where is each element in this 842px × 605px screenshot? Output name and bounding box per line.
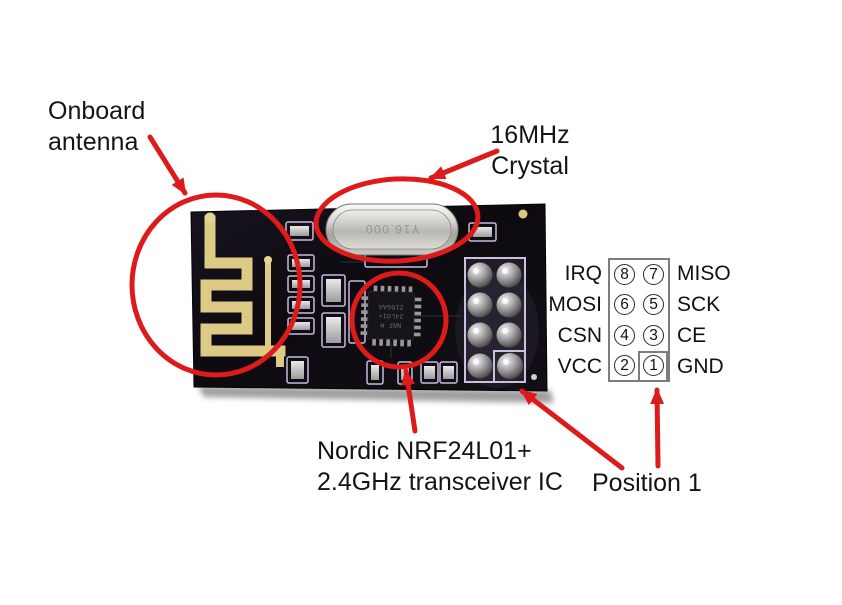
pin-number-8: 8 <box>614 264 635 285</box>
position1-board-arrow <box>519 388 625 471</box>
pinout-box-row1: 8 7 <box>608 258 670 289</box>
antenna-highlight-circle <box>129 192 303 378</box>
transceiver-label-line1: Nordic NRF24L01+ <box>317 437 532 465</box>
crystal: Y16.000 <box>325 203 459 256</box>
fiducial-dot-top-right <box>518 209 528 219</box>
pinout-box-row3: 4 3 <box>608 320 670 351</box>
pinout-row: CSN 4 3 CE <box>542 320 731 351</box>
pin-label-vcc: VCC <box>557 354 602 378</box>
pin1-pad-frame <box>493 350 526 383</box>
pin-number-1: 1 <box>643 355 664 376</box>
position1-diagram-arrow <box>650 387 665 469</box>
pin-label-irq: IRQ <box>564 261 602 285</box>
antenna-via-dot <box>204 212 216 224</box>
pin-number-4: 4 <box>614 325 635 346</box>
pin-number-2: 2 <box>614 355 635 376</box>
pin-header-pads <box>464 257 526 383</box>
chip-marking-line3: 2106AA <box>378 302 404 311</box>
crystal-marking: Y16.000 <box>364 222 419 236</box>
crystal-label-line2: Crystal <box>491 152 569 180</box>
crystal-label-line1: 16MHz <box>490 121 570 149</box>
pin-label-ce: CE <box>677 323 707 347</box>
crystal-highlight-circle <box>313 176 481 264</box>
crystal-arrow <box>428 148 500 181</box>
pinout-box-row2: 6 5 <box>608 289 670 320</box>
fiducial-dot-bottom-right <box>531 374 537 380</box>
pin-label-miso: MISO <box>677 261 731 285</box>
pin-number-6: 6 <box>614 294 635 315</box>
antenna-trace <box>200 212 286 367</box>
position1-label: Position 1 <box>592 469 702 497</box>
pinout-row: IRQ 8 7 MISO <box>542 258 731 289</box>
chip-marking-line2: 24L01+ <box>378 311 403 320</box>
chip-marking-line1: NRF M <box>380 320 401 329</box>
pinout-row: MOSI 6 5 SCK <box>542 289 731 320</box>
pin-label-gnd: GND <box>677 354 724 378</box>
pin-number-7: 7 <box>643 264 664 285</box>
transceiver-label: Nordic NRF24L01+ 2.4GHz transceiver IC <box>317 436 563 498</box>
pin-label-csn: CSN <box>557 323 602 347</box>
pinout-box-row4: 2 1 <box>608 351 670 382</box>
ic-highlight-circle <box>349 270 449 370</box>
pinout-table: IRQ 8 7 MISO MOSI 6 5 SCK CSN 4 3 CE VCC <box>542 258 731 382</box>
ic-arrow <box>401 368 418 434</box>
pin-label-sck: SCK <box>677 292 721 316</box>
feed-via-dot <box>264 256 272 264</box>
antenna-label-line2: antenna <box>48 128 139 156</box>
antenna-label-line1: Onboard <box>48 97 146 125</box>
antenna-arrow <box>147 134 188 196</box>
transceiver-label-line2: 2.4GHz transceiver IC <box>317 468 563 496</box>
crystal-label: 16MHz Crystal <box>486 120 574 182</box>
pin-label-mosi: MOSI <box>548 292 602 316</box>
pin-number-5: 5 <box>643 294 664 315</box>
pinout-row: VCC 2 1 GND <box>542 351 731 382</box>
transceiver-chip: NRF M 24L01+ 2106AA <box>360 285 422 347</box>
antenna-label: Onboard antenna <box>48 96 145 158</box>
pin-number-3: 3 <box>643 325 664 346</box>
